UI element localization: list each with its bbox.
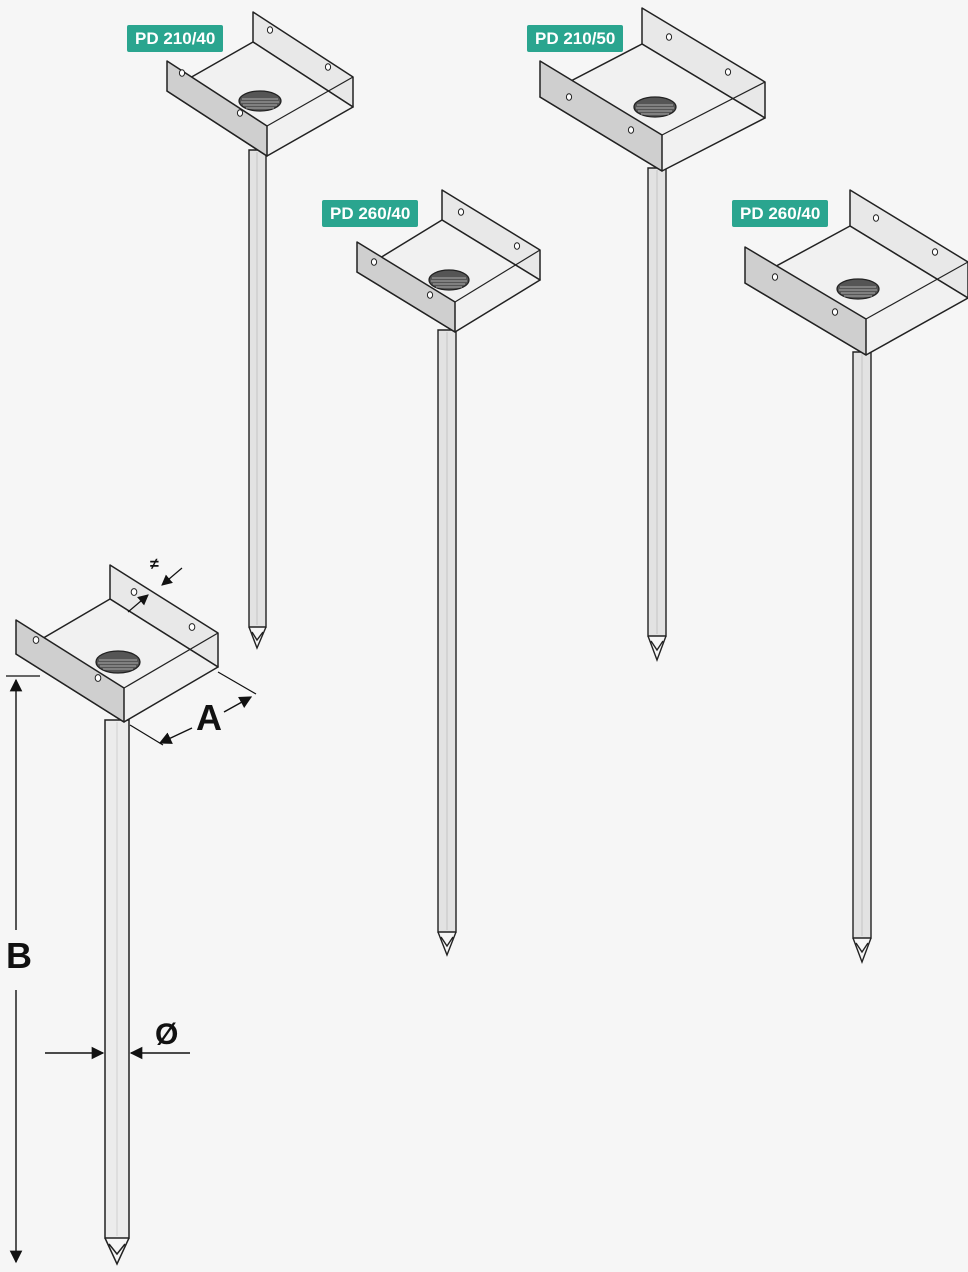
dimension-label-a: A — [196, 697, 222, 738]
dimension-label-b: B — [6, 935, 32, 976]
anchor-pd-210-50 — [539, 7, 766, 662]
anchor-bracket — [356, 189, 541, 333]
anchor-pd-260-40-left — [356, 189, 541, 957]
anchor-rod — [248, 149, 267, 650]
dimension-label-thickness: ≠ — [150, 556, 159, 573]
anchor-bracket — [539, 7, 766, 172]
anchor-pd-260-40-right — [744, 189, 968, 964]
anchor-rod — [104, 719, 130, 1266]
product-badge-pd-210-50: PD 210/50 — [527, 25, 624, 52]
dimension-label-diameter: Ø — [155, 1018, 179, 1051]
dimension-thickness — [127, 567, 183, 613]
anchor-bracket — [744, 189, 968, 356]
anchor-rod — [852, 351, 872, 964]
product-badge-pd-210-40: PD 210/40 — [127, 25, 224, 52]
anchor-dimensioned — [6, 564, 257, 1266]
product-badge-pd-260-40-right: PD 260/40 — [732, 200, 829, 227]
dimension-a — [129, 671, 257, 746]
anchor-rod — [647, 167, 667, 662]
anchor-pd-210-40 — [166, 11, 354, 650]
anchor-rod — [437, 329, 457, 957]
dimension-b — [6, 675, 40, 1264]
anchor-bracket — [15, 564, 219, 723]
product-badge-pd-260-40-left: PD 260/40 — [322, 200, 419, 227]
anchor-bracket — [166, 11, 354, 157]
